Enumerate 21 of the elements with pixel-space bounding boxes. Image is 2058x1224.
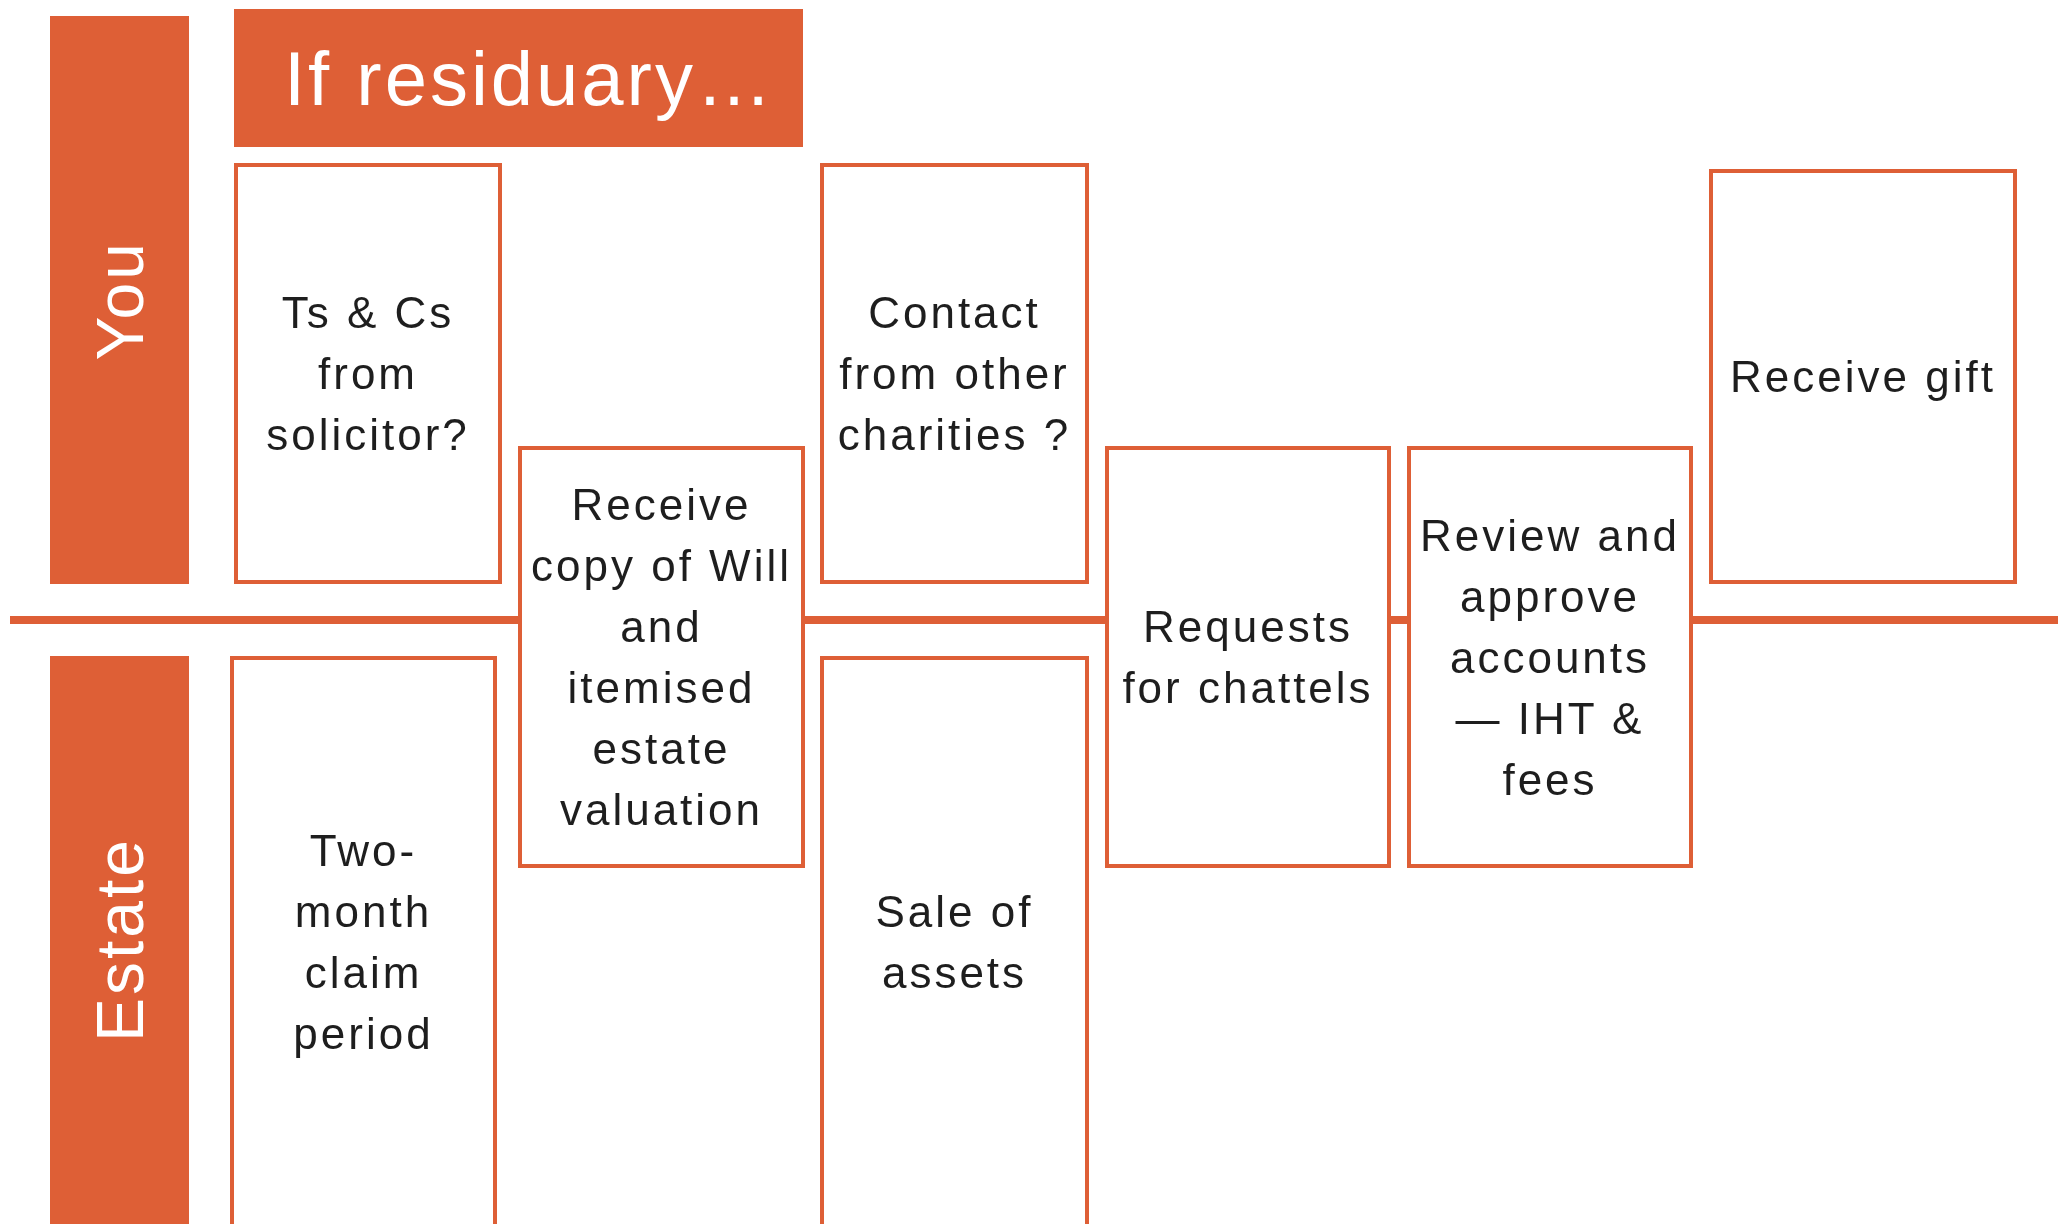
step-box: [230, 656, 497, 1224]
step-box: [820, 163, 1089, 584]
step-text: Review and approve accounts — IHT & fees: [1419, 509, 1681, 806]
step-text: Receive copy of Will and itemised estate valuation: [530, 479, 793, 836]
title-banner: If residuary…: [234, 9, 803, 147]
step-text: Two-month claim period: [292, 825, 435, 1060]
step-text: Contact from other charities ?: [836, 287, 1073, 461]
step-box: [1407, 446, 1693, 868]
step-box: [820, 656, 1089, 1224]
step-text: Requests for chattels: [1121, 601, 1375, 714]
step-box: [234, 163, 502, 584]
lane-label: [50, 16, 189, 584]
step-text: Receive gift: [1730, 351, 1996, 403]
lane-title: Estate: [81, 837, 158, 1043]
step-box: [1105, 446, 1391, 868]
lane-label: [50, 656, 189, 1224]
step-box: [1709, 169, 2017, 584]
step-box: [518, 446, 805, 868]
lane-title: You: [81, 239, 158, 361]
step-text: Ts & Cs from solicitor?: [265, 287, 471, 461]
step-text: Sale of assets: [874, 886, 1035, 999]
